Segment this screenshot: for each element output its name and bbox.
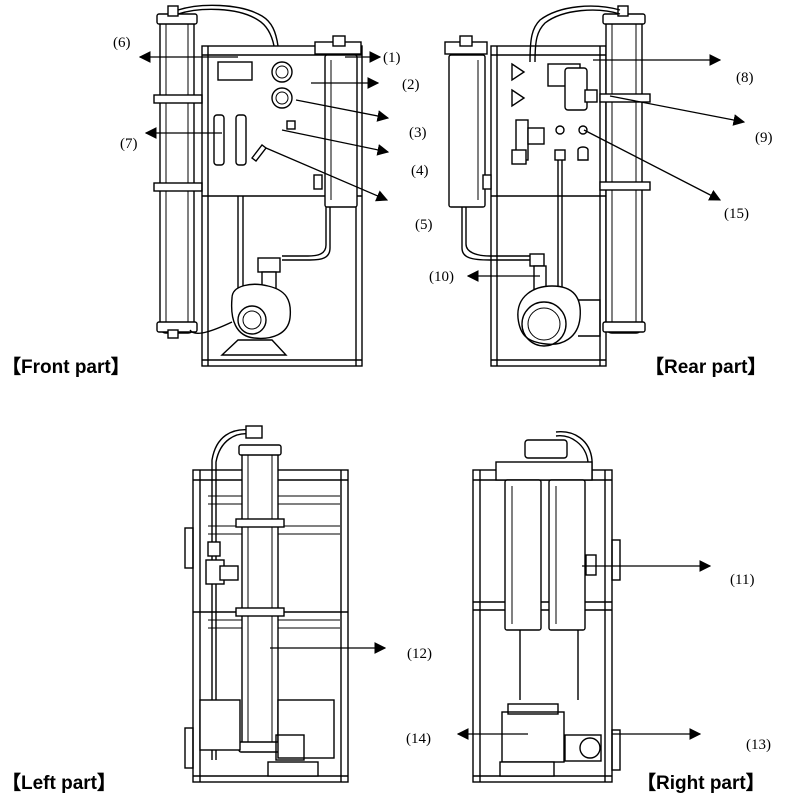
pointer-4 [281,129,390,156]
callout-4: (4) [411,163,429,179]
front-view-title: 【Front part】 [2,355,130,378]
callout-10: (10) [429,269,454,285]
rear-membrane-housing [599,5,651,334]
pointer-9 [609,95,746,126]
callout-9: (9) [755,130,773,146]
rear-pump [517,253,601,347]
front-membrane-housing [153,5,203,339]
left-membrane-housing [235,444,285,753]
pointer-15 [583,129,722,201]
pointer-5 [265,147,389,202]
front-frame [201,45,363,367]
right-motor [499,703,602,777]
left-view [184,425,349,783]
pointer-3 [295,99,390,122]
front-view [153,4,363,367]
callout-7: (7) [120,136,138,152]
callout-13: (13) [746,737,771,753]
front-pump [220,257,292,356]
callout-5: (5) [415,217,433,233]
callout-3: (3) [409,125,427,141]
callout-6: (6) [113,35,131,51]
callout-pointers [138,51,746,740]
callout-12: (12) [407,646,432,662]
front-control-panel [213,61,296,166]
callout-15: (15) [724,206,749,222]
front-prefilter [314,35,362,208]
rear-view-title: 【Rear part】 [645,355,766,378]
right-view [472,431,621,783]
right-view-title: 【Right part】 [637,771,765,794]
right-prefilters [495,461,597,631]
rear-control-panel [511,62,598,165]
callout-1: (1) [383,50,401,66]
callout-labels: (1) (2) (3) (4) (5) (6) (7) (8) (9) (10)… [113,35,773,753]
left-view-title: 【Left part】 [2,771,116,794]
callout-8: (8) [736,70,754,86]
rear-prefilter [444,35,488,208]
callout-14: (14) [406,731,431,747]
callout-11: (11) [730,572,754,588]
callout-2: (2) [402,77,420,93]
